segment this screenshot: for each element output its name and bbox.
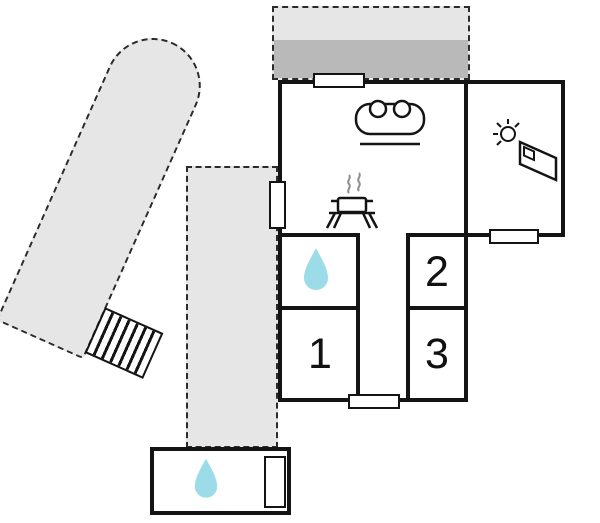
annex-water-drop-icon bbox=[192, 456, 220, 502]
water-drop-icon bbox=[301, 246, 331, 294]
window-right-wing bbox=[489, 229, 539, 244]
window-left bbox=[269, 181, 286, 229]
terrace-area bbox=[272, 6, 470, 80]
room-label-2: 2 bbox=[425, 247, 449, 296]
interior-wall-living-right bbox=[406, 233, 464, 237]
terrace-band bbox=[274, 40, 468, 78]
walkway-area bbox=[186, 166, 278, 448]
room-label-3: 3 bbox=[425, 329, 449, 378]
interior-wall-room2-room3 bbox=[406, 306, 464, 310]
room-label-1: 1 bbox=[308, 329, 332, 378]
annex-door bbox=[264, 456, 286, 508]
stove-icon bbox=[316, 172, 388, 230]
interior-wall-bath-room1 bbox=[280, 306, 360, 310]
interior-wall-hall-left bbox=[356, 233, 360, 398]
window-top bbox=[313, 73, 365, 88]
interior-wall-living-left bbox=[280, 233, 360, 237]
window-bottom bbox=[348, 394, 400, 409]
sofa-icon bbox=[348, 98, 432, 150]
sunbed-icon bbox=[492, 118, 566, 190]
interior-wall-hall-right bbox=[406, 233, 410, 398]
